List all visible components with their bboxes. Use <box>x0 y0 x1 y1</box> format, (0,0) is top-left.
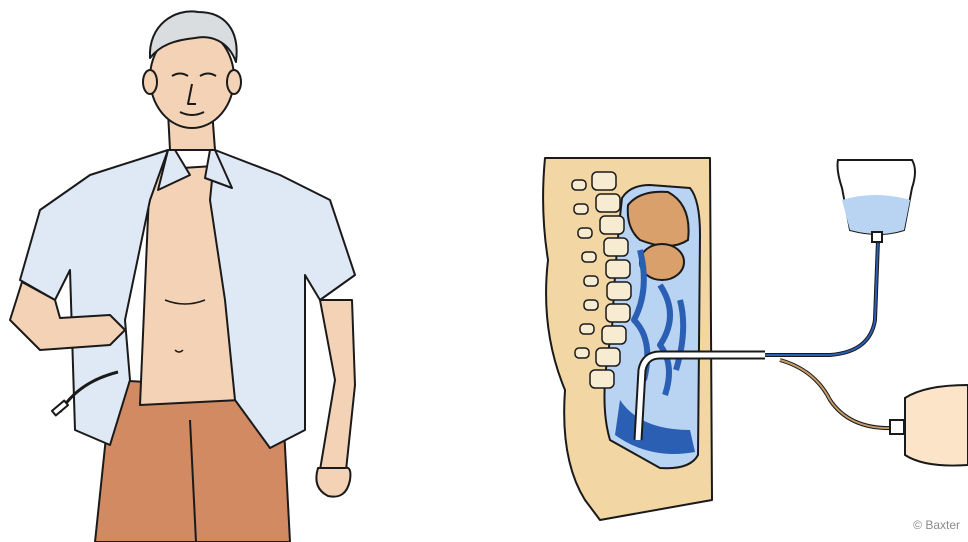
copyright-credit: © Baxter <box>913 518 960 532</box>
drain-bag-icon <box>890 385 968 466</box>
abdomen-cross-section <box>543 158 765 520</box>
catheter-tube <box>765 240 895 428</box>
person-figure <box>10 11 355 542</box>
fluid-bag-icon <box>838 160 916 242</box>
